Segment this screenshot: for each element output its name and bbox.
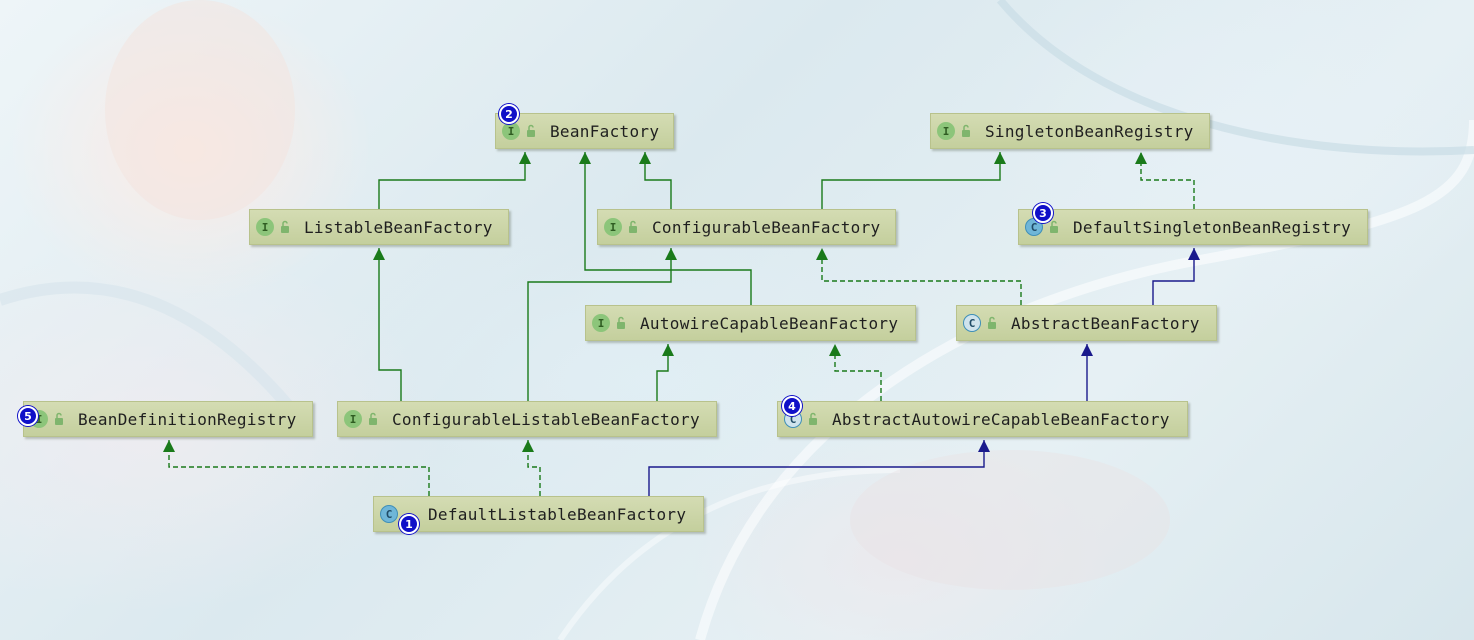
node-configurable-bean-factory[interactable]: I ConfigurableBeanFactory bbox=[597, 209, 896, 245]
node-label: ConfigurableBeanFactory bbox=[652, 217, 881, 237]
lock-open-icon bbox=[962, 124, 970, 137]
interface-icon: I bbox=[592, 314, 610, 332]
node-default-singleton-bean-registry[interactable]: C DefaultSingletonBeanRegistry bbox=[1018, 209, 1368, 245]
node-label: AutowireCapableBeanFactory bbox=[640, 313, 899, 333]
interface-icon: I bbox=[502, 122, 520, 140]
node-abstract-autowire-capable-bean-factory[interactable]: C AbstractAutowireCapableBeanFactory bbox=[777, 401, 1188, 437]
edge-configurable-to-beanfactory bbox=[644, 152, 672, 209]
edge-defaultlistable-to-abstractautowire bbox=[648, 440, 985, 496]
node-configurable-listable-bean-factory[interactable]: I ConfigurableListableBeanFactory bbox=[337, 401, 717, 437]
edge-configurable-to-beanfactory-arrowhead bbox=[639, 152, 651, 164]
node-abstract-bean-factory[interactable]: C AbstractBeanFactory bbox=[956, 305, 1217, 341]
badge-4: 4 bbox=[782, 396, 802, 416]
edge-defaultlistable-to-abstractautowire-arrowhead bbox=[978, 440, 990, 452]
node-label: AbstractAutowireCapableBeanFactory bbox=[832, 409, 1170, 429]
edge-defaultlistable-to-beandefinitionregistry bbox=[168, 440, 430, 496]
node-label: DefaultListableBeanFactory bbox=[428, 504, 687, 524]
edge-abstractbeanfactory-to-configurable-arrowhead bbox=[816, 248, 828, 260]
lock-open-icon bbox=[988, 316, 996, 329]
node-default-listable-bean-factory[interactable]: C DefaultListableBeanFactory bbox=[373, 496, 704, 532]
edge-autowire-to-beanfactory bbox=[584, 152, 752, 305]
edge-defaultlistable-to-configlistable-arrowhead bbox=[522, 440, 534, 452]
edge-abstractautowire-to-autowire-arrowhead bbox=[829, 344, 841, 356]
node-label: BeanFactory bbox=[550, 121, 660, 141]
lock-open-icon bbox=[1050, 220, 1058, 233]
edge-abstractautowire-to-abstractbeanfactory-arrowhead bbox=[1081, 344, 1093, 356]
interface-icon: I bbox=[256, 218, 274, 236]
lock-open-icon bbox=[617, 316, 625, 329]
interface-icon: I bbox=[344, 410, 362, 428]
badge-2: 2 bbox=[499, 104, 519, 124]
lock-open-icon bbox=[369, 412, 377, 425]
node-autowire-capable-bean-factory[interactable]: I AutowireCapableBeanFactory bbox=[585, 305, 916, 341]
interface-icon: I bbox=[937, 122, 955, 140]
badge-5: 5 bbox=[18, 406, 38, 426]
abstract-class-icon: C bbox=[963, 314, 981, 332]
badge-3: 3 bbox=[1033, 203, 1053, 223]
edge-abstractautowire-to-autowire bbox=[834, 344, 882, 401]
node-label: BeanDefinitionRegistry bbox=[78, 409, 297, 429]
edge-defaultlistable-to-configlistable bbox=[527, 440, 541, 496]
lock-open-icon bbox=[55, 412, 63, 425]
edge-listable-to-beanfactory bbox=[378, 152, 526, 209]
edge-configlistable-to-autowire-arrowhead bbox=[662, 344, 674, 356]
edge-defaultsingleton-to-singletonregistry bbox=[1140, 152, 1195, 209]
lock-open-icon bbox=[527, 124, 535, 137]
node-label: SingletonBeanRegistry bbox=[985, 121, 1194, 141]
edge-configlistable-to-configurable-arrowhead bbox=[665, 248, 677, 260]
node-label: ConfigurableListableBeanFactory bbox=[392, 409, 700, 429]
badge-1: 1 bbox=[399, 514, 419, 534]
edge-configlistable-to-autowire bbox=[656, 344, 669, 401]
edge-configurable-to-singletonregistry bbox=[821, 152, 1001, 209]
interface-icon: I bbox=[604, 218, 622, 236]
lock-open-icon bbox=[629, 220, 637, 233]
edge-defaultsingleton-to-singletonregistry-arrowhead bbox=[1135, 152, 1147, 164]
lock-open-icon bbox=[281, 220, 289, 233]
edge-listable-to-beanfactory-arrowhead bbox=[519, 152, 531, 164]
node-listable-bean-factory[interactable]: I ListableBeanFactory bbox=[249, 209, 509, 245]
node-label: AbstractBeanFactory bbox=[1011, 313, 1200, 333]
edge-autowire-to-beanfactory-arrowhead bbox=[579, 152, 591, 164]
node-bean-definition-registry[interactable]: I BeanDefinitionRegistry bbox=[23, 401, 313, 437]
lock-open-icon bbox=[809, 412, 817, 425]
edge-abstractbeanfactory-to-defaultsingleton-arrowhead bbox=[1188, 248, 1200, 260]
node-bean-factory[interactable]: I BeanFactory bbox=[495, 113, 674, 149]
edge-defaultlistable-to-beandefinitionregistry-arrowhead bbox=[163, 440, 175, 452]
class-icon: C bbox=[380, 505, 398, 523]
edge-abstractbeanfactory-to-configurable bbox=[821, 248, 1022, 305]
node-label: DefaultSingletonBeanRegistry bbox=[1073, 217, 1352, 237]
edge-configlistable-to-listable bbox=[378, 248, 402, 401]
node-singleton-bean-registry[interactable]: I SingletonBeanRegistry bbox=[930, 113, 1210, 149]
edge-configurable-to-singletonregistry-arrowhead bbox=[994, 152, 1006, 164]
edge-configlistable-to-listable-arrowhead bbox=[373, 248, 385, 260]
node-label: ListableBeanFactory bbox=[304, 217, 493, 237]
edge-configlistable-to-configurable bbox=[527, 248, 672, 401]
edge-abstractbeanfactory-to-defaultsingleton bbox=[1152, 248, 1195, 305]
